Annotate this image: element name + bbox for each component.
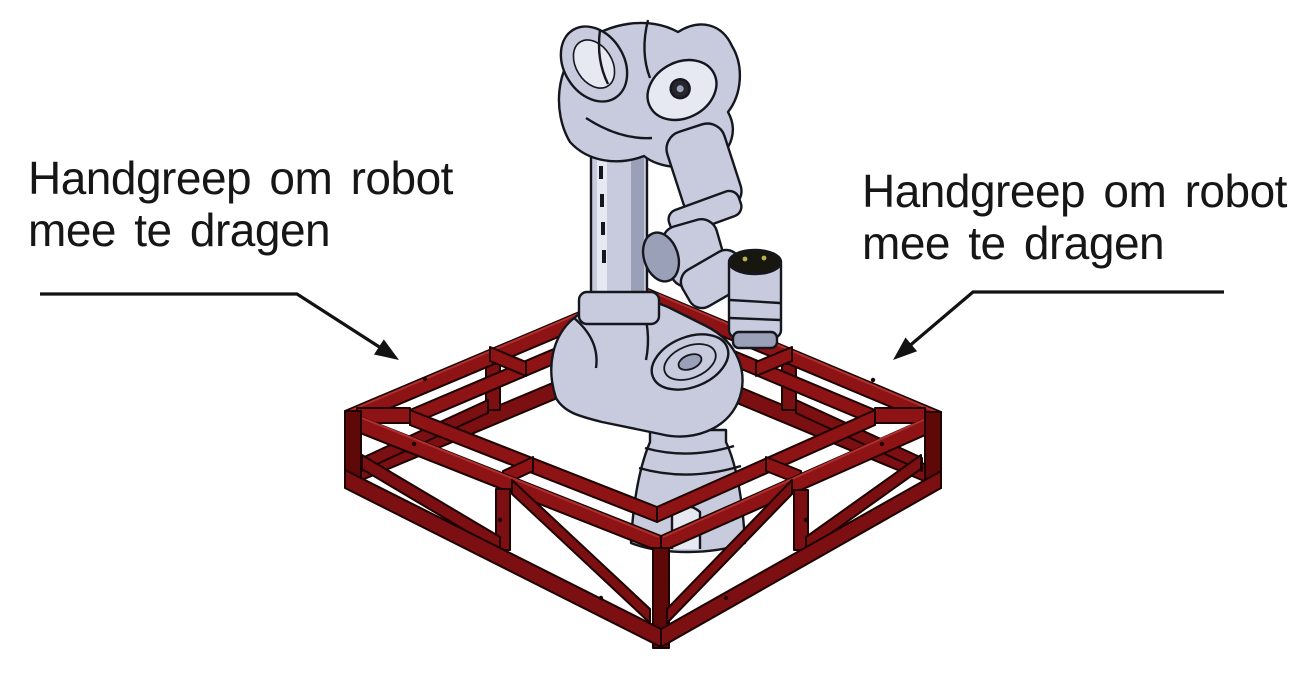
robot-column-shade xyxy=(631,132,644,300)
robot-base-seam-2 xyxy=(644,444,735,455)
frame-front-edge-highlight-left xyxy=(346,411,660,538)
frame-bottom-rail-front-right xyxy=(660,470,942,648)
robot-elbow-cap xyxy=(641,231,681,283)
label-handle-left-line1: Handgreep om robot xyxy=(28,152,453,204)
robot-top-seam-1 xyxy=(597,29,610,85)
robot-end-effector-band-1 xyxy=(729,298,781,305)
frame-connector-back-left xyxy=(489,346,527,377)
frame-tie-right-corner xyxy=(874,407,926,424)
arrowhead-left-icon xyxy=(374,339,399,360)
robot-end-effector-base xyxy=(731,330,779,350)
robot-flange-screw-1 xyxy=(742,256,748,262)
robot-column-highlight xyxy=(597,132,607,300)
label-handle-right-line2: mee te dragen xyxy=(862,217,1165,269)
leader-arrow-left xyxy=(40,292,399,360)
frame-brace-front-right-2 xyxy=(666,479,793,624)
robot-base-seam-1 xyxy=(638,464,742,476)
arrowhead-right-icon xyxy=(893,337,918,360)
leader-arrow-right xyxy=(893,290,1224,360)
robot-top-seam-2 xyxy=(643,19,652,79)
label-handle-left-line2: mee te dragen xyxy=(28,204,331,256)
frame-front-edge-highlight-right xyxy=(662,412,940,538)
label-handle-left: Handgreep om robot mee te dragen xyxy=(28,152,466,256)
robot-top-seam-3 xyxy=(585,116,653,140)
robot-tool-flange-opening xyxy=(727,248,783,276)
robot-elbow-face xyxy=(646,58,718,122)
leader-line-left xyxy=(40,292,385,352)
robot-column-collar xyxy=(577,290,661,326)
robot-end-effector-band-2 xyxy=(729,316,781,322)
label-handle-right: Handgreep om robot mee te dragen xyxy=(862,165,1300,269)
robot-shoulder-speaker-face xyxy=(650,333,730,391)
robot-shoulder-seam-1 xyxy=(573,317,598,369)
robot-flange-screw-2 xyxy=(761,255,767,261)
leader-line-right xyxy=(905,290,1224,350)
transport-frame-front xyxy=(344,376,942,649)
label-handle-right-line1: Handgreep om robot xyxy=(862,165,1287,217)
frame-bolt-holes xyxy=(411,376,885,601)
frame-connector-back-right xyxy=(755,346,793,377)
robot-column-seam-marks xyxy=(599,166,606,263)
robot-arm xyxy=(550,19,783,554)
